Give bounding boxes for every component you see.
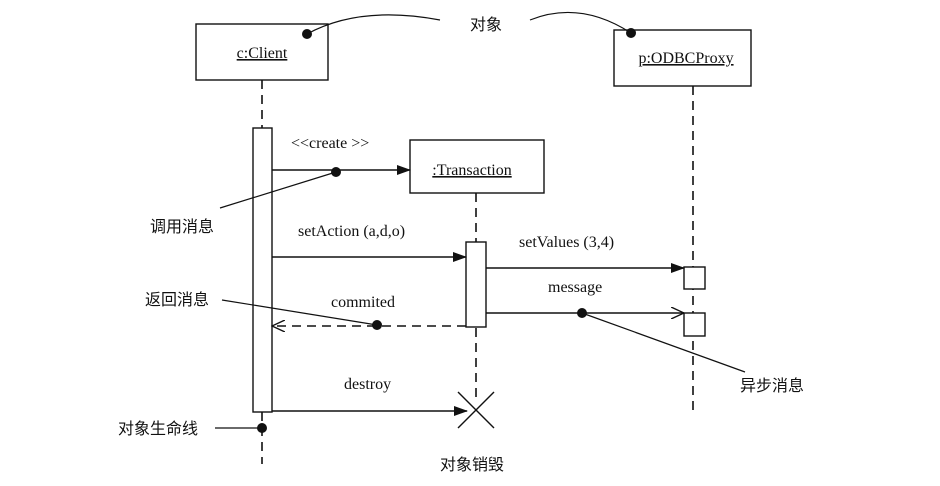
set-action-label: setAction (a,d,o) <box>298 223 405 240</box>
return-message-label: commited <box>331 294 395 311</box>
call-message-label: 调用消息 <box>150 217 214 236</box>
lifeline-label: 对象生命线 <box>118 419 198 438</box>
create-message-label: <<create >> <box>291 135 369 152</box>
return-message-annotation: 返回消息 <box>145 290 209 309</box>
client-object-label: c:Client <box>237 45 288 62</box>
destroy-message-label: destroy <box>344 376 391 393</box>
call-message-callout: 调用消息 <box>150 167 341 236</box>
transaction-object: :Transaction <box>409 139 545 194</box>
object-label: 对象 <box>470 15 502 34</box>
async-message-annotation: 异步消息 <box>740 376 804 395</box>
transaction-activation <box>465 241 487 328</box>
transaction-object-label: :Transaction <box>432 162 511 179</box>
proxy-object-label: p:ODBCProxy <box>638 50 733 67</box>
proxy-object: p:ODBCProxy <box>613 29 752 87</box>
object-callout: 对象 <box>302 11 636 39</box>
lifeline-callout: 对象生命线 <box>118 419 267 438</box>
async-message-callout: 异步消息 <box>577 308 804 395</box>
set-values-label: setValues (3,4) <box>519 234 614 251</box>
async-message-label: message <box>548 279 602 296</box>
return-message-callout: 返回消息 <box>145 290 382 330</box>
destruction-label: 对象销毁 <box>440 455 504 474</box>
proxy-activation-1 <box>683 266 706 290</box>
destruction-mark <box>457 391 495 429</box>
proxy-activation-2 <box>683 312 706 337</box>
client-activation <box>252 127 273 413</box>
